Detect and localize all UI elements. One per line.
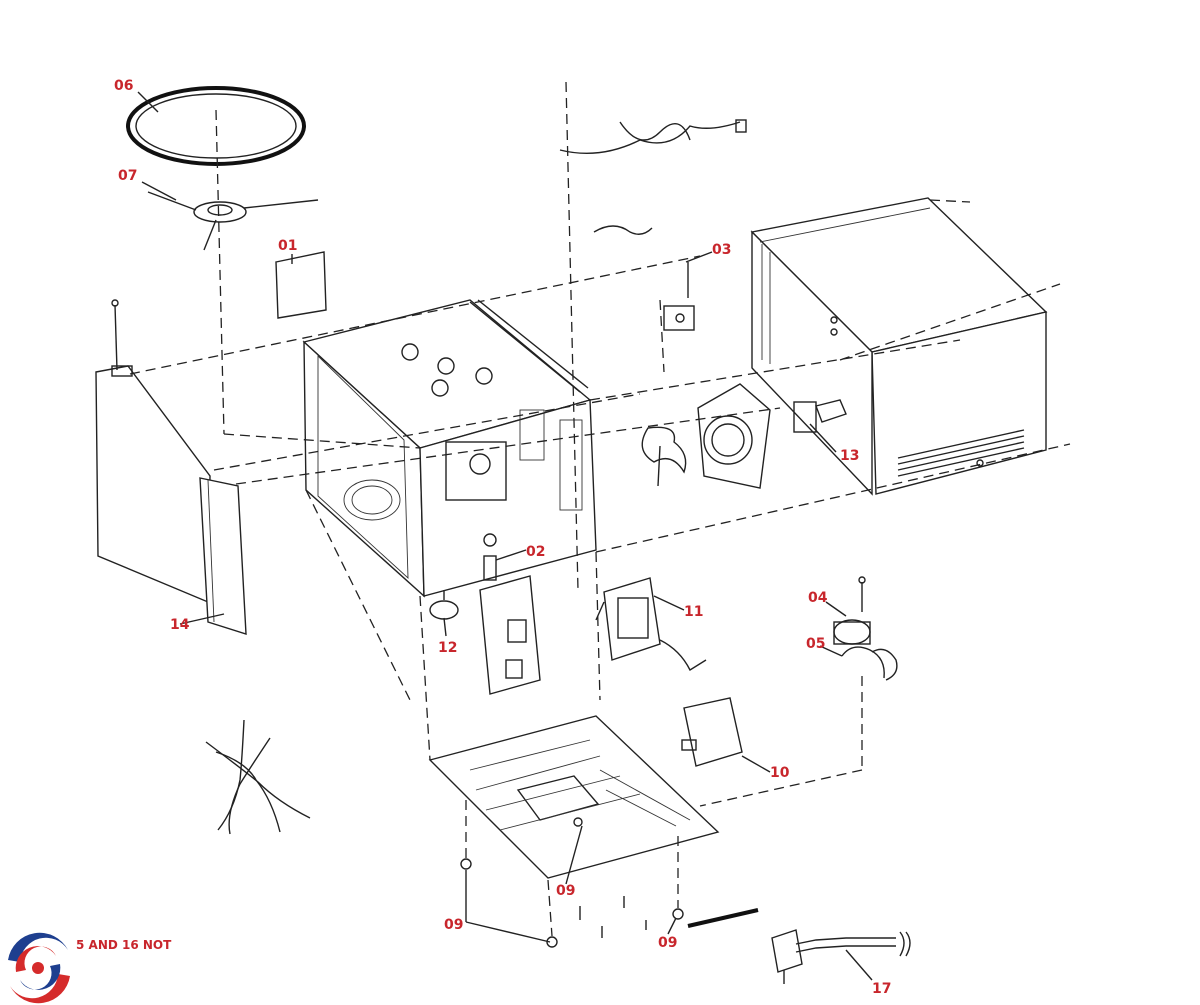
wire-bundle xyxy=(205,719,311,835)
label-06: 06 xyxy=(114,78,133,94)
label-09-center: 09 xyxy=(556,883,575,899)
fuse-relay-block xyxy=(681,697,743,767)
label-01: 01 xyxy=(278,238,297,254)
turntable-motor xyxy=(429,590,459,620)
assembly-guide-lines xyxy=(129,81,1071,937)
door-panel xyxy=(95,299,247,635)
label-13: 13 xyxy=(840,448,859,464)
label-05: 05 xyxy=(806,636,825,652)
hv-capacitor xyxy=(833,576,898,681)
brand-swirl-logo xyxy=(4,932,72,1004)
parts-note: 5 AND 16 NOT xyxy=(76,938,172,952)
hv-transformer xyxy=(595,577,707,672)
roller-support xyxy=(147,191,319,251)
label-04: 04 xyxy=(808,590,828,606)
label-07: 07 xyxy=(118,168,137,184)
label-10: 10 xyxy=(770,765,790,781)
thermostat-bracket xyxy=(663,262,695,331)
foot-screws xyxy=(460,817,759,948)
label-14: 14 xyxy=(170,617,190,633)
base-plate xyxy=(428,715,720,879)
leader-lines xyxy=(137,91,873,981)
mica-plate xyxy=(275,251,327,319)
turntable-roller-ring xyxy=(126,86,306,166)
interlock-switch-assembly xyxy=(479,533,541,695)
oven-cavity xyxy=(302,299,597,598)
cabinet-cover xyxy=(750,197,1048,496)
label-09-right: 09 xyxy=(658,935,677,951)
label-09-left: 09 xyxy=(444,917,463,933)
wire-harness-top xyxy=(559,119,747,235)
label-02: 02 xyxy=(526,544,545,560)
fan-assembly xyxy=(641,383,847,489)
label-17: 17 xyxy=(872,981,891,997)
part-labels: 06 07 01 03 13 02 11 04 05 14 12 10 09 0… xyxy=(114,78,891,997)
label-11: 11 xyxy=(684,604,703,620)
power-cord-plug xyxy=(771,929,911,984)
label-03: 03 xyxy=(712,242,731,258)
label-12: 12 xyxy=(438,640,457,656)
